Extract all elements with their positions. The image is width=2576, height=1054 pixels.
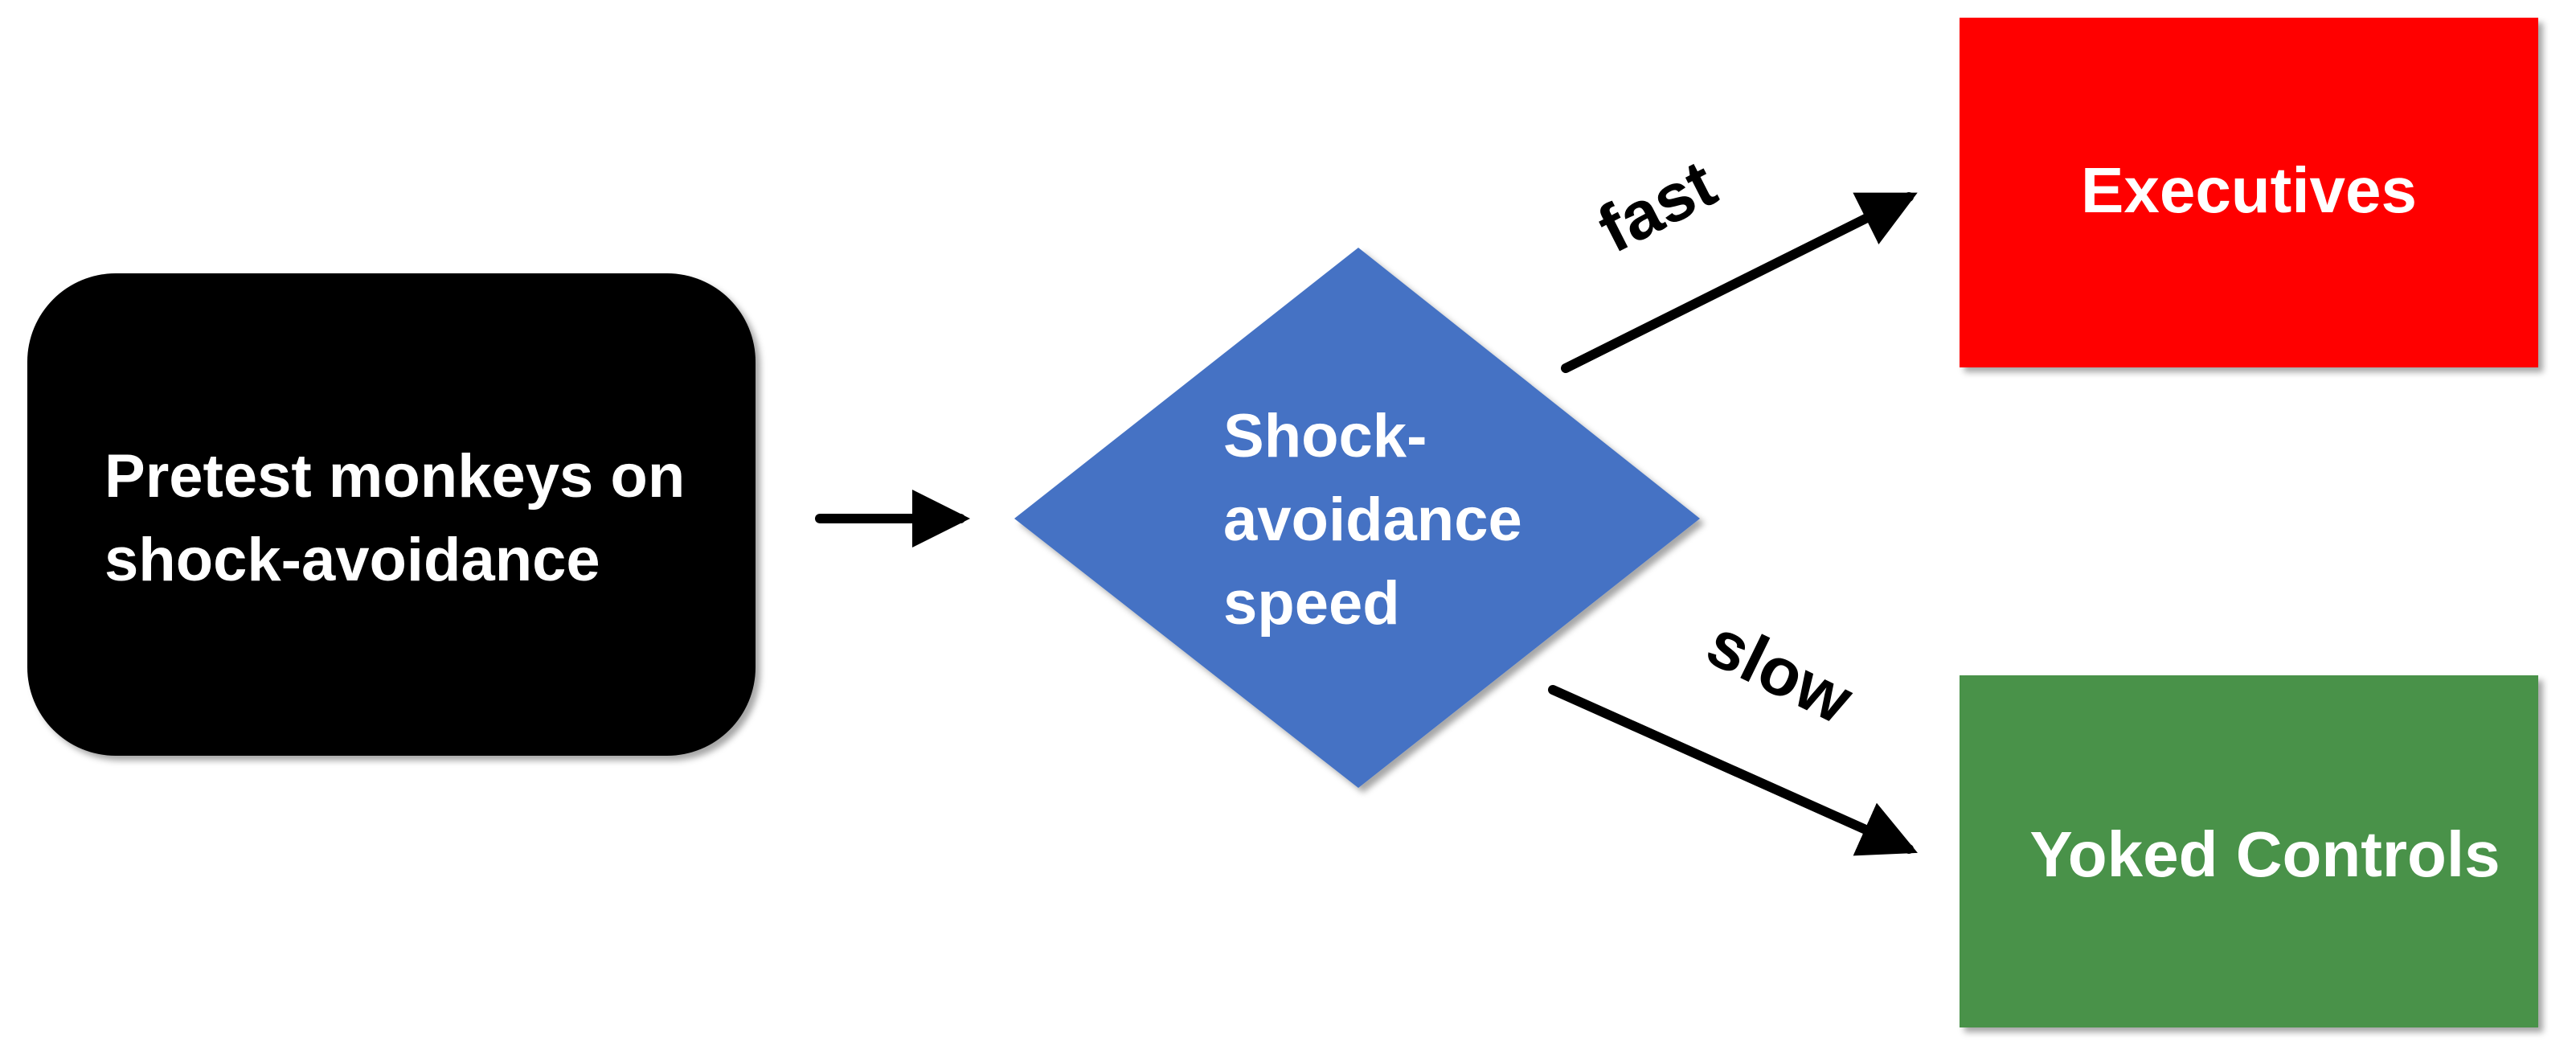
executives-box [1960, 18, 2538, 367]
executives-label: Executives [2081, 154, 2417, 226]
fast-arrow [1561, 192, 1918, 373]
controls-label: Yoked Controls [2029, 818, 2500, 890]
start-node-label-line1: Pretest monkeys on [104, 442, 685, 511]
controls-box [1960, 675, 2538, 1027]
start-node: Pretest monkeys on shock-avoidance [27, 273, 756, 756]
slow-arrow [1548, 685, 1918, 856]
decision-node: Shock- avoidance speed [1014, 248, 1700, 788]
start-node-box [27, 273, 756, 756]
fast-label: fast [1586, 145, 1727, 267]
start-node-label-line2: shock-avoidance [104, 526, 600, 594]
decision-label-line1: Shock- [1223, 402, 1427, 470]
decision-label-line3: speed [1223, 569, 1400, 638]
slow-label: slow [1696, 605, 1865, 739]
decision-label-line2: avoidance [1223, 486, 1522, 554]
decision-diamond [1014, 248, 1700, 788]
executives-node: Executives [1960, 18, 2538, 367]
controls-node: Yoked Controls [1960, 675, 2538, 1027]
